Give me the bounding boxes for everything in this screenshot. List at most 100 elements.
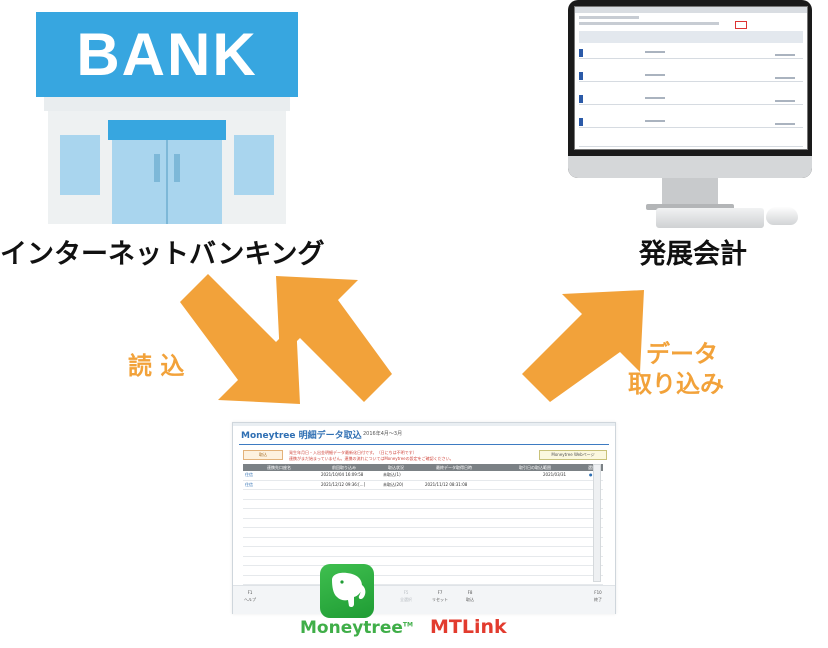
info-message-line1: 発生年月日・入出金明細データ最新化日付です。（日にちは不明です） xyxy=(289,450,417,455)
screen-cell xyxy=(645,120,665,122)
elephant-icon xyxy=(332,572,366,608)
account-name: 住信 xyxy=(245,481,253,487)
key-label: F10 xyxy=(594,590,602,595)
window-title: Moneytree 明細データ取込 xyxy=(241,431,362,441)
last-import: 2021/12/12 09:36:[...] xyxy=(321,481,366,487)
load-button[interactable]: 取込 xyxy=(243,450,283,460)
monitor-screen xyxy=(574,6,808,150)
fetched-datetime: 2021/11/12 08:31:08 xyxy=(425,481,468,487)
select-checkbox[interactable]: ● xyxy=(589,472,593,477)
moneytree-logo: MoneytreeTM xyxy=(300,618,413,638)
key-caption: ヘルプ xyxy=(244,597,256,602)
table-row xyxy=(243,547,603,557)
arrow-moneytree-to-kaikei xyxy=(522,290,644,402)
mouse xyxy=(766,207,798,225)
column-header: 選択 xyxy=(588,465,596,470)
f1-help-button[interactable]: F1 ヘルプ xyxy=(237,589,263,609)
screen-cell xyxy=(775,123,795,125)
bank-sign xyxy=(36,12,298,97)
screen-cell xyxy=(775,77,795,79)
key-label: F5 xyxy=(403,590,409,595)
table-row xyxy=(243,576,603,585)
table-row[interactable]: 住信 2021/12/12 09:36:[...] 未取込(20) 2021/1… xyxy=(243,481,603,490)
screen-toolbar xyxy=(579,22,719,25)
table-row xyxy=(243,557,603,566)
key-caption: 終了 xyxy=(594,597,602,602)
moneytree-web-button[interactable]: Moneytree Webページ xyxy=(539,450,607,460)
period-label: 2016年4月～3月 xyxy=(363,431,403,437)
key-caption: リセット xyxy=(432,597,448,602)
screen-row-marker xyxy=(579,118,583,126)
keyboard xyxy=(656,208,764,228)
hatten-kaikei-label: 発展会計 xyxy=(639,239,747,270)
account-name: 住信 xyxy=(245,472,253,477)
monitor-chin xyxy=(568,156,812,178)
title-rule xyxy=(239,444,609,445)
screen-row-marker xyxy=(579,95,583,103)
import-status: 未取込(20) xyxy=(383,481,404,487)
screen-row xyxy=(579,47,803,59)
screen-highlight xyxy=(735,21,747,29)
table-row xyxy=(243,519,603,528)
screen-cell xyxy=(645,74,665,76)
table-row xyxy=(243,528,603,538)
arrow-moneytree-to-bank xyxy=(276,276,392,402)
column-header: 最終データ取得日時 xyxy=(436,465,472,470)
key-caption: 全選択 xyxy=(400,597,412,602)
table-row xyxy=(243,566,603,576)
arrow-bank-to-moneytree xyxy=(180,274,300,404)
column-header: 取引日の取込範囲 xyxy=(519,465,551,470)
screen-row xyxy=(579,116,803,128)
table-header: 連携先口座名 前回取り込み 取込状況 最終データ取得日時 取引日の取込範囲 選択 xyxy=(243,464,603,471)
data-import-label-line2: 取り込み xyxy=(628,370,724,398)
mtlink-logo: MTLink xyxy=(430,616,507,638)
bank-roof xyxy=(44,97,290,111)
table-scrollbar[interactable] xyxy=(593,464,601,582)
f7-reset-button[interactable]: F7 リセット xyxy=(427,589,453,609)
table-row[interactable]: 住信 2021/10/04 16:09:58 未取込(1) 2021/03/31… xyxy=(243,471,603,481)
screen-cell xyxy=(645,97,665,99)
range-date: 2021/03/31 xyxy=(543,472,567,477)
read-label: 読 込 xyxy=(128,352,185,380)
bank-illustration: BANK xyxy=(36,12,298,224)
key-label: F1 xyxy=(247,590,253,595)
bank-sign-text: BANK xyxy=(76,21,258,88)
info-message-line2: 連携がまだ始まっていません。連携の流れについてはMoneytreeの設定をご確認… xyxy=(289,456,454,461)
screen-row xyxy=(579,135,803,147)
bank-window-right xyxy=(234,135,274,195)
table-row xyxy=(243,509,603,519)
trademark: TM xyxy=(402,621,413,629)
column-header: 取込状況 xyxy=(388,465,404,470)
function-key-bar xyxy=(233,585,615,614)
screen-toolbar xyxy=(579,16,639,19)
key-label: F8 xyxy=(467,590,473,595)
f8-import-button[interactable]: F8 取込 xyxy=(457,589,483,609)
key-caption: 取込 xyxy=(466,597,474,602)
computer-illustration xyxy=(556,0,828,236)
screen-row xyxy=(579,70,803,82)
f5-select-all-button[interactable]: F5 全選択 xyxy=(393,589,419,609)
bank-door-split xyxy=(166,140,168,224)
screen-cell xyxy=(775,100,795,102)
bank-canopy xyxy=(108,120,226,140)
bank-door-handle-left xyxy=(154,154,160,182)
bank-door-handle-right xyxy=(174,154,180,182)
key-label: F7 xyxy=(437,590,443,595)
table-row xyxy=(243,538,603,547)
table-row xyxy=(243,500,603,509)
monitor-stand xyxy=(662,178,718,204)
last-import: 2021/10/04 16:09:58 xyxy=(321,472,364,477)
window-top-edge xyxy=(233,423,615,426)
moneytree-app-icon xyxy=(320,564,374,618)
screen-row-marker xyxy=(579,72,583,80)
screen-titlebar xyxy=(575,7,807,13)
column-header: 前回取り込み xyxy=(332,465,356,470)
import-status: 未取込(1) xyxy=(383,472,401,477)
screen-table-header xyxy=(579,31,803,43)
monitor-foot xyxy=(646,204,734,210)
moneytree-import-window: Moneytree 明細データ取込 2016年4月～3月 取込 発生年月日・入出… xyxy=(232,422,616,614)
bank-window-left xyxy=(60,135,100,195)
screen-cell xyxy=(645,51,665,53)
f10-exit-button[interactable]: F10 終了 xyxy=(585,589,611,609)
